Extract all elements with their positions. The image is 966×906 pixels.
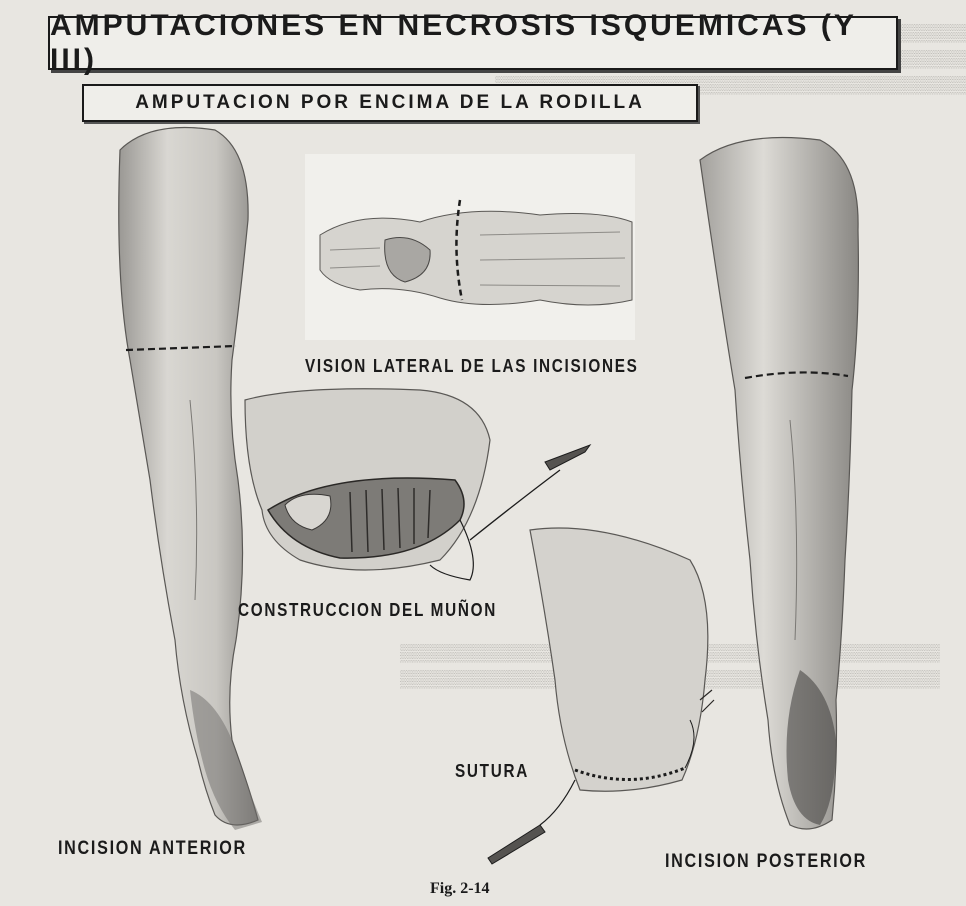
anterior-leg-illustration: [119, 128, 262, 831]
page-title: AMPUTACIONES EN NECROSIS ISQUEMICAS (Y I…: [48, 16, 898, 70]
posterior-leg-illustration: [700, 138, 858, 830]
sutured-stump-illustration: [488, 528, 714, 864]
caption-posterior-incision: INCISION POSTERIOR: [665, 851, 867, 873]
lateral-view-illustration: [305, 154, 635, 340]
caption-suture: SUTURA: [455, 761, 529, 782]
caption-anterior-incision: INCISION ANTERIOR: [58, 838, 247, 860]
caption-lateral-view: VISION LATERAL DE LAS INCISIONES: [305, 356, 639, 377]
caption-stump-construction: CONSTRUCCION DEL MUÑON: [238, 600, 497, 621]
figure-label: Fig. 2-14: [430, 880, 490, 898]
page-subtitle: AMPUTACION POR ENCIMA DE LA RODILLA: [82, 84, 698, 122]
